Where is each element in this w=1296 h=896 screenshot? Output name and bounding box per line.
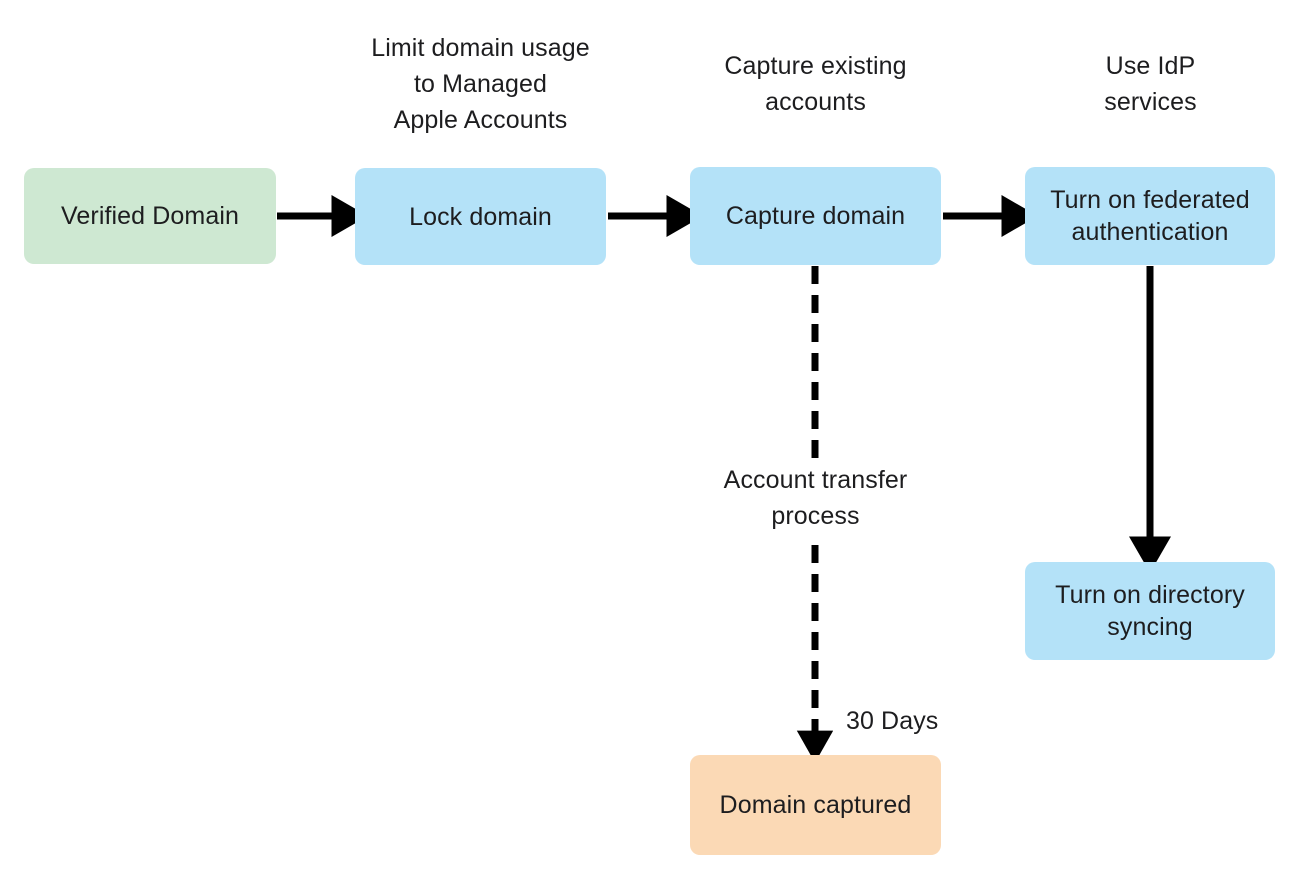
- caption-federated-authentication: Use IdP services: [1104, 52, 1197, 116]
- node-domain-captured[interactable]: Domain captured: [690, 755, 941, 855]
- node-verified-domain[interactable]: Verified Domain: [24, 168, 276, 264]
- caption-lock-domain: Limit domain usage to Managed Apple Acco…: [371, 34, 590, 134]
- node-capture-domain[interactable]: Capture domain: [690, 167, 941, 265]
- caption-capture-domain: Capture existing accounts: [724, 52, 907, 116]
- node-lock-domain[interactable]: Lock domain: [355, 168, 606, 265]
- edge-label-30-days: 30 Days: [846, 707, 939, 735]
- node-turn-on-federated-authentication[interactable]: Turn on federated authentication: [1025, 167, 1275, 265]
- edge-label-account-transfer-process: Account transfer process: [723, 466, 908, 530]
- node-turn-on-directory-syncing[interactable]: Turn on directory syncing: [1025, 562, 1275, 660]
